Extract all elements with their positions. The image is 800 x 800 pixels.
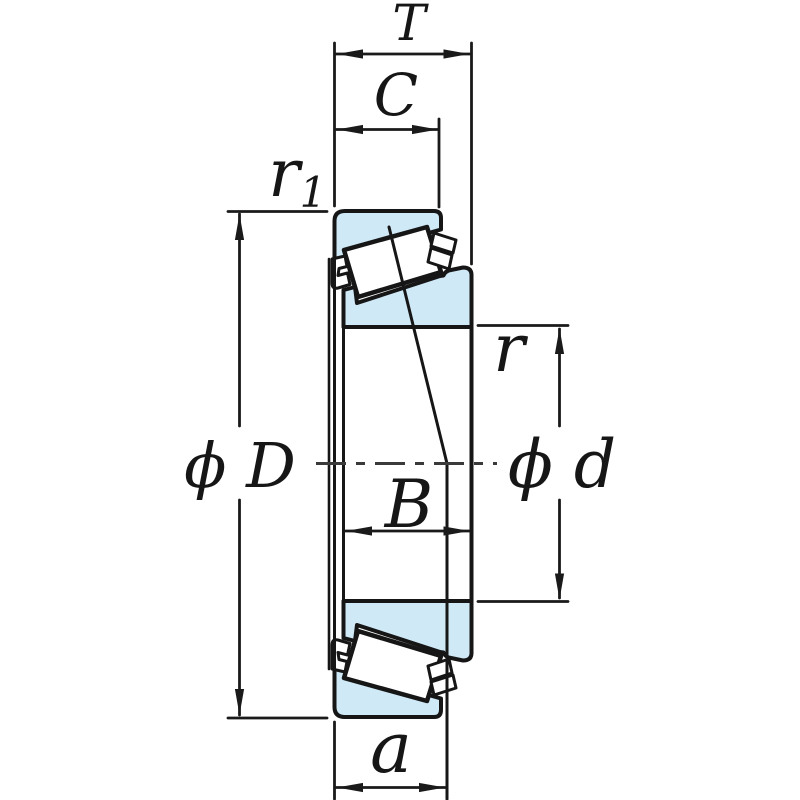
cage-bar-bottom-right-lower — [429, 673, 458, 697]
label-load-center-distance: a — [370, 707, 412, 789]
cage-hook-top-left — [330, 254, 352, 290]
label-outer-diameter: ϕ D — [184, 429, 296, 502]
cage-hook-bottom-left — [330, 638, 352, 674]
roller-top — [341, 224, 444, 300]
d-outer-arrow-down-icon — [234, 689, 245, 715]
label-cone-width: B — [384, 466, 434, 543]
label-cup-chamfer: r — [268, 135, 303, 212]
b-arrow-right-icon — [443, 526, 470, 536]
d-bore-arrow-down-icon — [554, 573, 565, 600]
c-arrow-left-icon — [337, 124, 363, 135]
label-cup-chamfer-subscript: 1 — [300, 168, 327, 217]
a-arrow-left-icon — [337, 782, 363, 793]
b-arrow-left-icon — [346, 526, 372, 536]
contact-angle-line — [387, 225, 449, 465]
d-bore-arrow-up-icon — [554, 328, 565, 354]
dimension-B — [344, 526, 472, 536]
d-outer-arrow-up-icon — [234, 214, 245, 240]
dimension-labels: T C r 1 ϕ D r ϕ d B a — [184, 0, 616, 789]
inner-ring-bottom-section — [341, 599, 474, 663]
label-cone-chamfer: r — [493, 310, 528, 387]
t-arrow-right-icon — [443, 49, 470, 59]
bearing-body — [327, 209, 474, 800]
dimension-annotations — [226, 41, 570, 800]
a-arrow-right-icon — [419, 782, 445, 793]
dimension-phi-D — [226, 212, 329, 720]
cage-bar-top-right-upper — [429, 231, 458, 255]
label-cup-width: C — [374, 61, 418, 129]
dimension-C — [334, 117, 441, 209]
dimension-phi-d — [476, 327, 570, 603]
dimension-a — [333, 720, 447, 800]
dimension-T — [333, 41, 473, 266]
cage-bar-top-right-lower — [426, 246, 454, 271]
label-total-width: T — [392, 0, 429, 52]
t-arrow-left-icon — [337, 49, 363, 59]
c-arrow-right-icon — [412, 124, 438, 135]
label-bore-diameter: ϕ d — [508, 426, 616, 503]
roller-bottom — [341, 628, 444, 704]
